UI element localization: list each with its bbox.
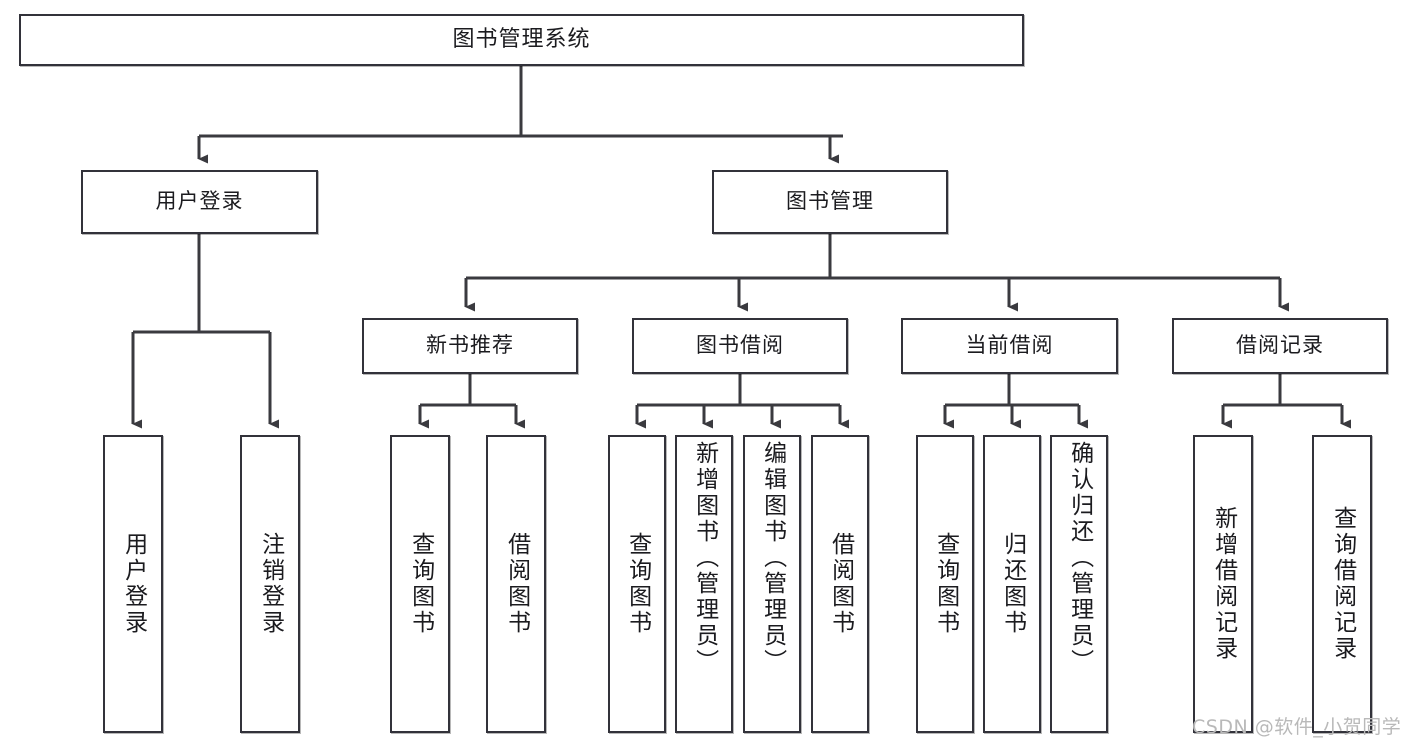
node-label: 查询图书 (624, 532, 651, 636)
node-leaf-add-borrow-record[interactable]: 新增借阅记录 (1193, 435, 1253, 733)
node-leaf-user-login[interactable]: 用户登录 (103, 435, 163, 733)
node-label: 编辑图书（管理员） (759, 441, 786, 675)
node-root-system[interactable]: 图书管理系统 (19, 14, 1024, 66)
node-book-manage[interactable]: 图书管理 (712, 170, 948, 234)
node-label: 新增图书（管理员） (691, 441, 718, 675)
node-label: 当前借阅 (965, 333, 1054, 358)
node-label: 查询图书 (932, 532, 959, 636)
node-leaf-return-book[interactable]: 归还图书 (983, 435, 1041, 733)
node-label: 新增借阅记录 (1210, 506, 1237, 662)
node-leaf-confirm-return-admin[interactable]: 确认归还（管理员） (1050, 435, 1108, 733)
connector-root-to-level2 (197, 66, 843, 164)
node-label: 图书借阅 (696, 333, 784, 358)
node-label: 图书管理系统 (452, 26, 591, 52)
connector-bookmanage-to-level3 (464, 234, 1289, 312)
node-book-borrow[interactable]: 图书借阅 (632, 318, 848, 374)
node-label: 图书管理 (786, 189, 874, 214)
node-leaf-query-book-recommend[interactable]: 查询图书 (390, 435, 450, 733)
connector-userlogin-to-leaves (131, 234, 279, 429)
node-label: 归还图书 (999, 532, 1026, 636)
node-leaf-query-borrow-record[interactable]: 查询借阅记录 (1312, 435, 1372, 733)
node-user-login[interactable]: 用户登录 (81, 170, 318, 234)
node-label: 查询借阅记录 (1329, 506, 1356, 662)
node-label: 注销登录 (257, 532, 284, 636)
csdn-watermark: CSDN @软件_小贺同学 (1192, 716, 1402, 738)
node-new-book-recommend[interactable]: 新书推荐 (362, 318, 578, 374)
node-leaf-query-book-borrow[interactable]: 查询图书 (608, 435, 666, 733)
node-leaf-edit-book-admin[interactable]: 编辑图书（管理员） (743, 435, 801, 733)
node-leaf-logout-login[interactable]: 注销登录 (240, 435, 300, 733)
connector-record-to-leaves (1221, 374, 1351, 429)
node-leaf-borrow-book-recommend[interactable]: 借阅图书 (486, 435, 546, 733)
node-leaf-add-book-admin[interactable]: 新增图书（管理员） (675, 435, 733, 733)
node-leaf-query-book-current[interactable]: 查询图书 (916, 435, 974, 733)
connector-recommend-to-leaves (418, 374, 525, 429)
connector-borrow-to-leaves (635, 374, 849, 429)
node-label: 查询图书 (407, 532, 434, 636)
node-label: 借阅图书 (503, 532, 530, 636)
node-current-borrow[interactable]: 当前借阅 (901, 318, 1118, 374)
node-label: 用户登录 (155, 189, 244, 214)
node-label: 借阅图书 (827, 532, 854, 636)
connector-current-to-leaves (943, 374, 1088, 429)
node-label: 用户登录 (120, 532, 147, 636)
node-borrow-record[interactable]: 借阅记录 (1172, 318, 1388, 374)
node-label: 确认归还（管理员） (1066, 441, 1093, 675)
node-leaf-borrow-book[interactable]: 借阅图书 (811, 435, 869, 733)
node-label: 借阅记录 (1236, 333, 1324, 358)
node-label: 新书推荐 (426, 333, 514, 358)
